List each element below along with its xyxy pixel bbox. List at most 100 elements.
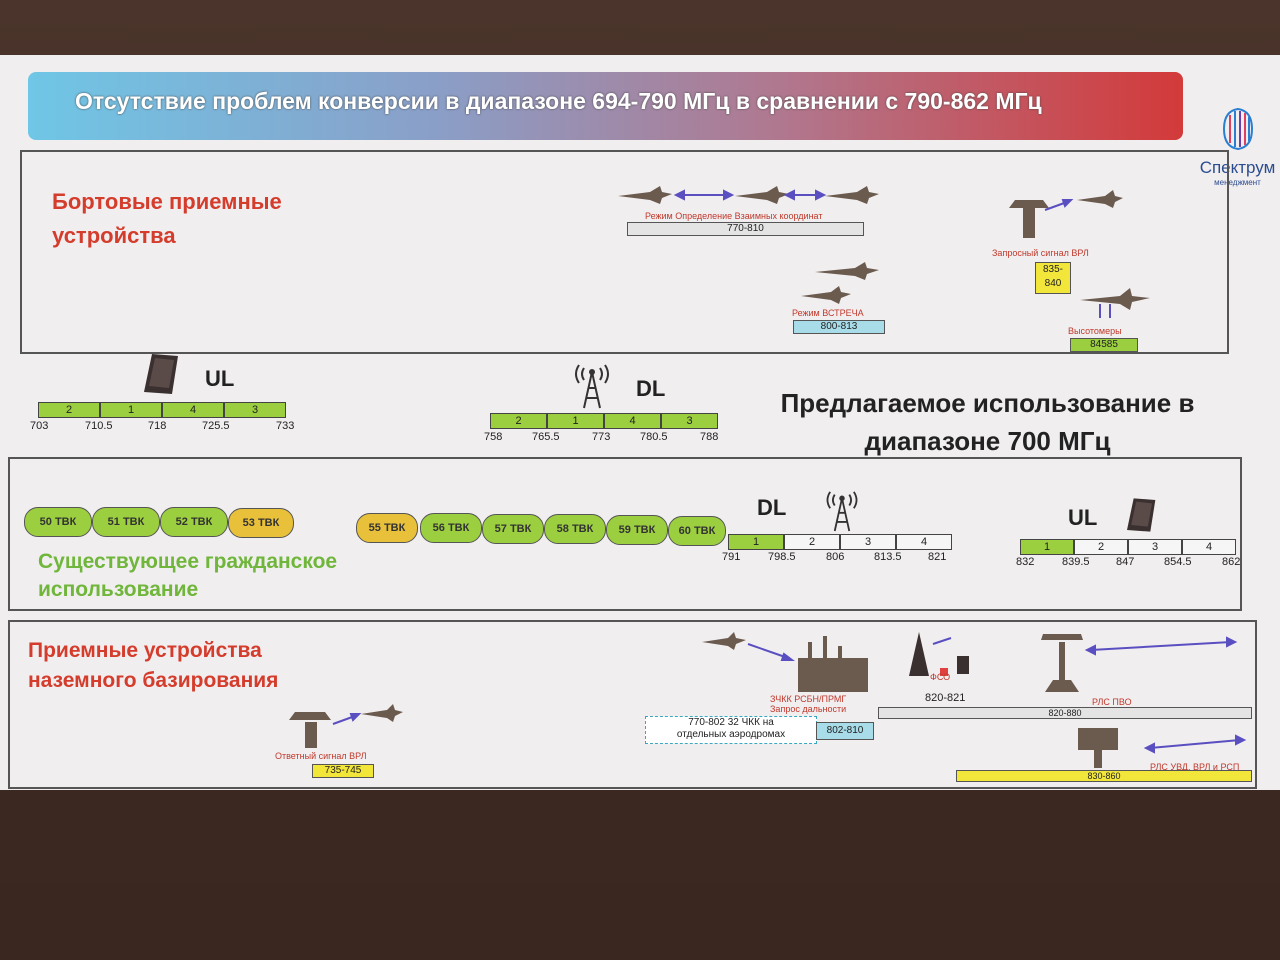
radar-aircraft-icon (1009, 190, 1123, 238)
tick-label: 862 (1222, 556, 1241, 568)
logo-subtitle: менеджмент (1214, 178, 1261, 187)
mobile-phone-icon (1127, 498, 1156, 532)
tick-label: 780.5 (640, 431, 668, 443)
ul-700-band: 2 1 4 3 (38, 402, 286, 418)
ground-section-box (8, 620, 1257, 789)
rls-uvd-label: РЛС УВД, ВРЛ и РСП (1150, 762, 1240, 772)
dl-800-segment: 2 (784, 534, 840, 550)
dl-700-label: DL (636, 376, 666, 401)
tower-fso-icon (909, 632, 969, 676)
mode1-range-bar: 770-810 (627, 222, 864, 236)
ul-700-segment: 2 (38, 402, 100, 418)
tick-label: 758 (484, 431, 503, 443)
chkk-line1: 770-802 32 ЧКК на (688, 717, 774, 728)
ul-800-segment: 3 (1128, 539, 1182, 555)
tick-label: 733 (276, 420, 295, 432)
ul-800-segment: 4 (1182, 539, 1236, 555)
civil-use-label: Существующее гражданское использование (38, 548, 337, 604)
ul-800-segment: 1 (1020, 539, 1074, 555)
chkk-line2: отдельных аэродромах (676, 729, 786, 740)
ul-800-label: UL (1068, 505, 1098, 530)
ul-700-segment: 3 (224, 402, 286, 418)
onboard-label-line1: Бортовые приемные (52, 189, 282, 214)
aircraft-navigation-station-icon (702, 632, 868, 692)
tv-channel-pill: 52 ТВК (160, 507, 228, 537)
civil-label-line2: использование (38, 578, 199, 601)
tv-channel-pill: 59 ТВК (606, 515, 668, 545)
tick-label: 725.5 (202, 420, 230, 432)
dl-700-segment: 4 (604, 413, 661, 429)
tick-label: 821 (928, 551, 947, 563)
tick-label: 854.5 (1164, 556, 1192, 568)
ul-700-segment: 4 (162, 402, 224, 418)
cell-tower-icon (575, 364, 609, 409)
vrl-response-label: Ответный сигнал ВРЛ (275, 751, 367, 761)
tick-label: 703 (30, 420, 49, 432)
vrl-request-range: 835- 840 (1035, 262, 1071, 294)
tick-label: 765.5 (532, 431, 560, 443)
logo: Спектрум менеджмент (1195, 105, 1280, 195)
tv-channel-pill: 51 ТВК (92, 507, 160, 537)
chkk-range: 802-810 (816, 722, 874, 740)
tick-label: 798.5 (768, 551, 796, 563)
fso-range-text: 820-821 (925, 692, 966, 704)
ground-label-line2: наземного базирования (28, 669, 279, 692)
onboard-label-line2: устройства (52, 223, 176, 248)
dl-800-segment: 1 (728, 534, 784, 550)
title-bar (28, 72, 1183, 140)
logo-name: Спектрум (1199, 158, 1276, 177)
civil-label-line1: Существующее гражданское (38, 550, 338, 573)
ground-radar-aircraft-icon (289, 704, 403, 748)
tick-label: 806 (826, 551, 845, 563)
tick-label: 773 (592, 431, 611, 443)
onboard-section-label: Бортовые приемные устройства (52, 185, 282, 253)
dl-700-segment: 3 (661, 413, 718, 429)
mode1-label: Режим Определение Взаимных координат (645, 211, 823, 221)
ul-800-segment: 2 (1074, 539, 1128, 555)
altimeter-label: Высотомеры (1068, 326, 1122, 336)
rsbn-line2: Запрос дальности (770, 704, 847, 714)
dl-700-segment: 2 (490, 413, 547, 429)
vrl-range-line1: 835- (1042, 264, 1063, 275)
ground-label-line1: Приемные устройства (28, 639, 262, 662)
tick-label: 813.5 (874, 551, 902, 563)
dl-800-label: DL (757, 495, 787, 520)
tv-channel-pill: 56 ТВК (420, 513, 482, 543)
tv-channel-pill: 55 ТВК (356, 513, 418, 543)
vrl-request-label: Запросный сигнал ВРЛ (992, 248, 1089, 258)
rls-pvo-range-bar: 820-880 (878, 707, 1252, 719)
rls-uvd-range-bar: 830-860 (956, 770, 1252, 782)
rsbn-line1: ЗЧКК РСБН/ПРМГ (770, 694, 847, 704)
tv-channel-pill: 53 ТВК (228, 508, 294, 538)
tick-label: 788 (700, 431, 719, 443)
slide-title: Отсутствие проблем конверсии в диапазоне… (75, 88, 1042, 114)
ground-section-label: Приемные устройства наземного базировани… (28, 636, 278, 696)
altimeter-range: 84585 (1070, 338, 1138, 352)
tick-label: 832 (1016, 556, 1035, 568)
tick-label: 847 (1116, 556, 1135, 568)
altimeter-aircraft-icon (1080, 288, 1150, 318)
tick-label: 710.5 (85, 420, 113, 432)
dl-800-segment: 4 (896, 534, 952, 550)
mobile-phone-icon (144, 354, 178, 394)
dl-800-band: 1 2 3 4 (728, 534, 952, 550)
logo-mark-icon (1222, 107, 1253, 151)
tv-channel-pill: 58 ТВК (544, 514, 606, 544)
tick-label: 718 (148, 420, 167, 432)
ul-700-segment: 1 (100, 402, 162, 418)
tv-channel-pill: 50 ТВК (24, 507, 92, 537)
fso-label: ФСО (930, 672, 951, 682)
ul-700-label: UL (205, 366, 235, 391)
proposed-line2: диапазоне 700 МГц (864, 426, 1111, 456)
tv-channel-pill: 57 ТВК (482, 514, 544, 544)
mode2-label: Режим ВСТРЕЧА (792, 308, 864, 318)
proposed-use-text: Предлагаемое использование в диапазоне 7… (735, 384, 1240, 460)
dl-700-segment: 1 (547, 413, 604, 429)
onboard-section-box (20, 150, 1229, 354)
dl-800-segment: 3 (840, 534, 896, 550)
tick-label: 839.5 (1062, 556, 1090, 568)
rsbn-label: ЗЧКК РСБН/ПРМГ Запрос дальности (770, 694, 846, 714)
tv-channel-pill: 60 ТВК (668, 516, 726, 546)
dl-700-band: 2 1 4 3 (490, 413, 718, 429)
proposed-line1: Предлагаемое использование в (780, 388, 1195, 418)
